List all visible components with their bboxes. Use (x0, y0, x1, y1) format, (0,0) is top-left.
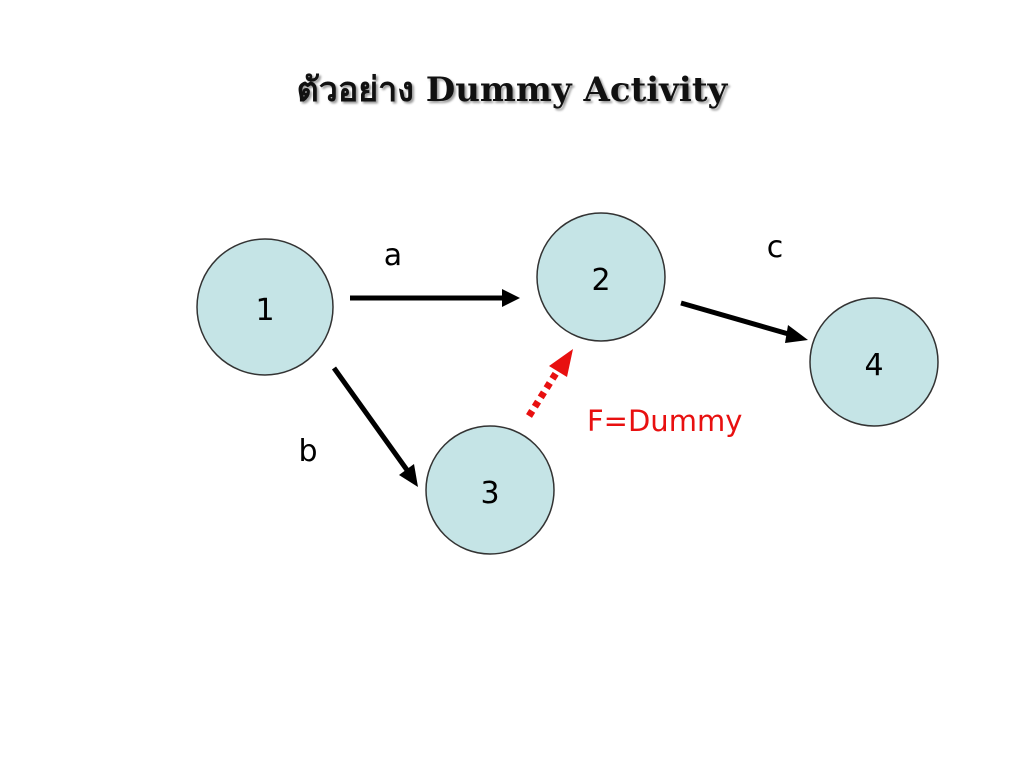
edge-dummy-arrowhead (549, 349, 573, 377)
edge-c-label: c (767, 230, 784, 265)
node-2-circle (536, 212, 666, 342)
node-4-circle (809, 297, 939, 427)
slide-title: ตัวอย่าง Dummy Activity (296, 70, 728, 110)
edge-a: a (350, 238, 520, 307)
node-4-label: 4 (864, 348, 883, 383)
edge-dummy: F=Dummy (526, 349, 742, 438)
edge-c-arrowhead (785, 325, 808, 343)
node-3: 3 (425, 425, 555, 555)
node-2-label: 2 (591, 263, 610, 298)
edge-c: c (680, 230, 808, 343)
node-2: 2 (536, 212, 666, 342)
edge-dummy-line (526, 368, 561, 418)
edge-b-label: b (298, 434, 317, 469)
node-1-label: 1 (255, 293, 274, 328)
node-4: 4 (809, 297, 939, 427)
edge-a-arrowhead (502, 289, 520, 307)
node-1: 1 (196, 238, 334, 376)
edge-c-line (680, 300, 793, 338)
edge-dummy-label: F=Dummy (587, 404, 742, 438)
edge-b: b (298, 366, 418, 487)
node-3-circle (425, 425, 555, 555)
edge-b-arrowhead (399, 464, 418, 487)
edge-b-line (331, 366, 410, 472)
node-3-label: 3 (480, 476, 499, 511)
edge-a-label: a (384, 238, 402, 273)
node-1-circle (196, 238, 334, 376)
